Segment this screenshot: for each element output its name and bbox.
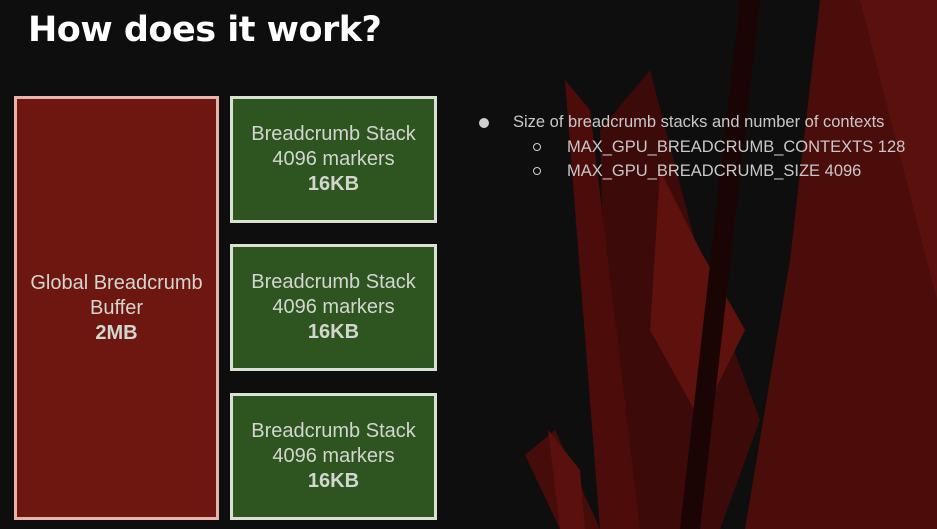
global-buffer-label-line1: Global Breadcrumb (30, 271, 203, 294)
breadcrumb-stack-box: Breadcrumb Stack 4096 markers 16KB (230, 393, 437, 520)
slide-title: How does it work? (28, 10, 382, 50)
breadcrumb-stack-box: Breadcrumb Stack 4096 markers 16KB (230, 244, 437, 371)
stack-size: 16KB (307, 173, 360, 195)
stack-markers: 4096 markers (272, 445, 395, 467)
stack-markers: 4096 markers (272, 296, 395, 318)
stack-size: 16KB (307, 470, 360, 492)
stack-size: 16KB (307, 321, 360, 343)
stack-label: Breadcrumb Stack (251, 123, 416, 145)
global-buffer-size: 2MB (95, 321, 138, 344)
global-buffer-label-line2: Buffer (90, 296, 143, 319)
filled-bullet-icon (479, 117, 489, 128)
stack-label: Breadcrumb Stack (251, 420, 416, 442)
stack-markers: 4096 markers (272, 148, 395, 170)
sub-bullet-item: MAX_GPU_BREADCRUMB_SIZE 4096 (478, 159, 933, 183)
breadcrumb-stack-box: Breadcrumb Stack 4096 markers 16KB (230, 96, 437, 223)
global-breadcrumb-buffer-box: Global Breadcrumb Buffer 2MB (14, 96, 219, 520)
sub-bullet-text: MAX_GPU_BREADCRUMB_CONTEXTS 128 (567, 137, 906, 156)
hollow-bullet-icon (533, 167, 541, 175)
sub-bullet-text: MAX_GPU_BREADCRUMB_SIZE 4096 (567, 161, 862, 180)
bullet-item: Size of breadcrumb stacks and number of … (478, 110, 933, 135)
sub-bullet-item: MAX_GPU_BREADCRUMB_CONTEXTS 128 (478, 135, 933, 159)
stack-label: Breadcrumb Stack (251, 271, 416, 293)
hollow-bullet-icon (533, 143, 541, 151)
bullet-list: Size of breadcrumb stacks and number of … (478, 110, 933, 183)
bullet-text: Size of breadcrumb stacks and number of … (513, 113, 885, 131)
